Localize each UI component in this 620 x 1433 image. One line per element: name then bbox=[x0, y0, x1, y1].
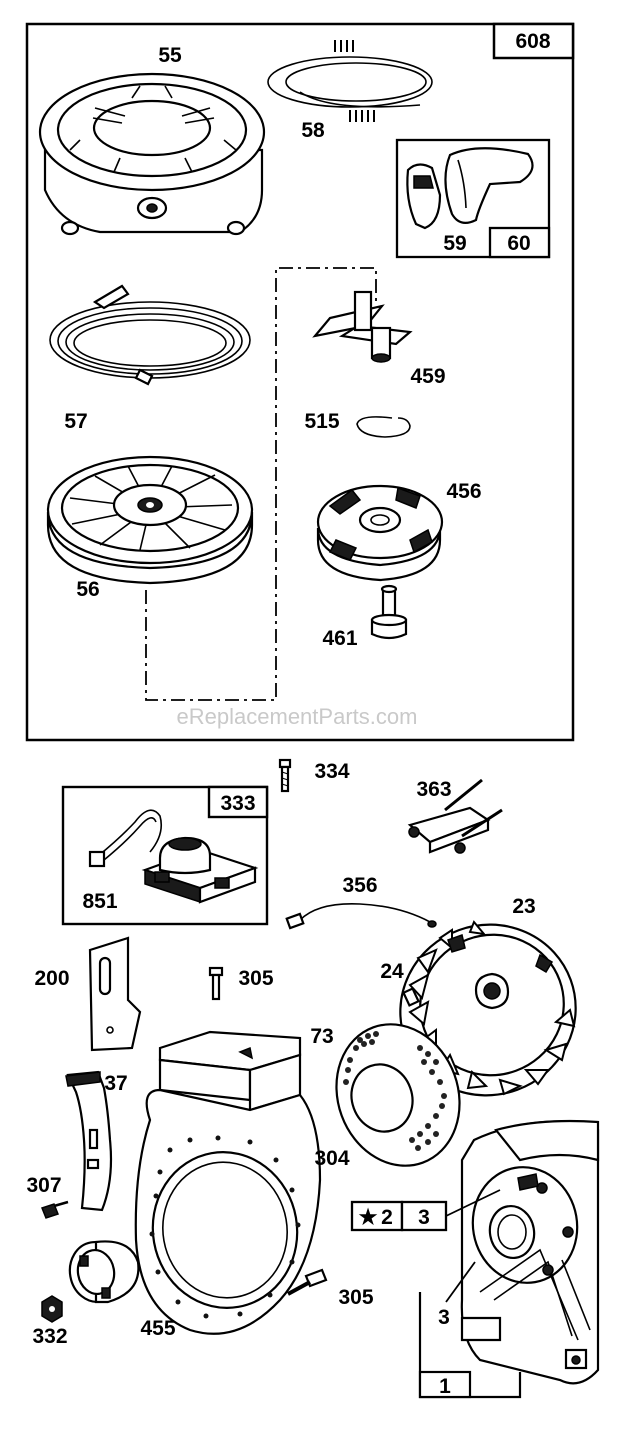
handle-kit-number: 60 bbox=[507, 232, 530, 255]
crankcase-kit-group: 1 bbox=[418, 1292, 522, 1399]
gasket-set-star: ★ bbox=[359, 1206, 378, 1229]
alignment-line bbox=[145, 267, 377, 701]
screw-334-part bbox=[278, 758, 292, 793]
part-label-59: 59 bbox=[443, 232, 466, 255]
flywheel-key-part bbox=[402, 987, 420, 1007]
retainer-ring-part bbox=[356, 416, 411, 438]
crankcase-kit-number: 1 bbox=[439, 1375, 451, 1398]
rewind-spring-part bbox=[49, 284, 251, 386]
part-label-23: 23 bbox=[512, 895, 535, 918]
pawl-part bbox=[312, 290, 413, 363]
starter-kit-number: 608 bbox=[515, 30, 550, 53]
gasket-callout-group: ★ 2 3 bbox=[350, 1189, 501, 1232]
blower-housing-part bbox=[134, 1030, 322, 1335]
crankcase-ref-box bbox=[400, 1200, 448, 1232]
starter-rope-part bbox=[267, 40, 433, 122]
screw-307-part bbox=[41, 1200, 69, 1219]
part-label-3: 3 bbox=[438, 1306, 450, 1329]
part-label-455: 455 bbox=[140, 1317, 175, 1340]
crankcase-kit-number-box bbox=[418, 1370, 472, 1399]
crankcase-part bbox=[460, 1119, 600, 1385]
baffle-200-part bbox=[88, 936, 142, 1052]
starter-kit-frame bbox=[25, 22, 575, 742]
part-label-515: 515 bbox=[304, 410, 339, 433]
crankcase-ref-number: 3 bbox=[418, 1206, 430, 1229]
starter-housing-part bbox=[38, 72, 266, 236]
watermark: eReplacementParts.com bbox=[177, 704, 418, 729]
part-label-461: 461 bbox=[322, 627, 357, 650]
part-label-24: 24 bbox=[380, 960, 404, 983]
air-guide-part bbox=[65, 1070, 113, 1212]
part-label-305-top: 305 bbox=[238, 967, 273, 990]
handle-kit-frame bbox=[395, 138, 551, 259]
starter-cup-part bbox=[68, 1240, 140, 1304]
screw-305-top-part bbox=[208, 966, 224, 1001]
starter-kit-number-box bbox=[492, 22, 575, 60]
gasket-set-number: 2 bbox=[381, 1206, 393, 1229]
nut-332-part bbox=[41, 1295, 63, 1323]
part-label-332: 332 bbox=[32, 1325, 67, 1348]
starter-handle-part bbox=[406, 147, 534, 230]
leader-3 bbox=[445, 1261, 476, 1303]
part-label-363: 363 bbox=[416, 778, 451, 801]
ground-wire-part bbox=[285, 903, 437, 930]
part-label-851: 851 bbox=[82, 890, 117, 913]
part-label-73: 73 bbox=[310, 1025, 333, 1048]
starter-pulley-part bbox=[46, 455, 254, 585]
part-label-200: 200 bbox=[34, 967, 69, 990]
part-label-56: 56 bbox=[76, 578, 99, 601]
handle-kit-number-box bbox=[488, 226, 551, 259]
part-label-307: 307 bbox=[26, 1174, 61, 1197]
starter-kit-group: 608 bbox=[25, 22, 575, 742]
part-label-55: 55 bbox=[158, 44, 182, 67]
bracket-363-part bbox=[407, 778, 503, 854]
part-label-57: 57 bbox=[64, 410, 87, 433]
part-label-456: 456 bbox=[446, 480, 481, 503]
part-label-459: 459 bbox=[410, 365, 445, 388]
part-label-356: 356 bbox=[342, 874, 377, 897]
rotating-screen-part bbox=[335, 1023, 461, 1167]
starter-screw-part bbox=[370, 584, 408, 640]
part-label-304: 304 bbox=[314, 1147, 349, 1170]
part-label-58: 58 bbox=[301, 119, 325, 142]
ignition-kit-number: 333 bbox=[220, 792, 255, 815]
part-label-37: 37 bbox=[104, 1072, 127, 1095]
ratchet-part bbox=[316, 484, 444, 582]
part-label-305-bottom: 305 bbox=[338, 1286, 373, 1309]
screw-305-bottom-part bbox=[287, 1268, 328, 1296]
ignition-kit-frame bbox=[61, 785, 269, 926]
ignition-kit-number-box bbox=[207, 785, 269, 819]
part-label-334: 334 bbox=[314, 760, 349, 783]
ignition-armature-part bbox=[88, 809, 259, 904]
handle-kit-group: 60 bbox=[395, 138, 551, 259]
ignition-kit-group: 333 bbox=[61, 785, 269, 926]
